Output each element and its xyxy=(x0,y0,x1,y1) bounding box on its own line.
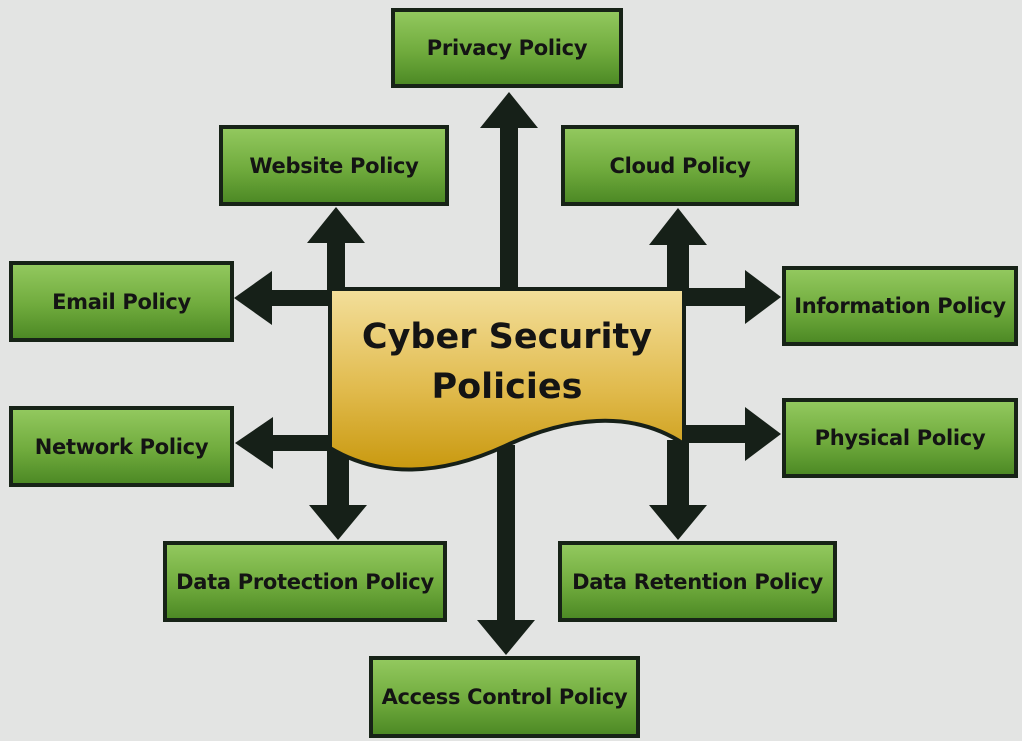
cloud-policy-label: Cloud Policy xyxy=(609,153,751,178)
data-retention-policy-label: Data Retention Policy xyxy=(572,569,823,594)
arrow-to-data-retention xyxy=(649,440,707,540)
network-policy-box: Network Policy xyxy=(9,406,234,487)
center-title-line1: Cyber Security xyxy=(361,317,653,357)
data-retention-policy-box: Data Retention Policy xyxy=(558,541,837,622)
center-title: Cyber Security Policies xyxy=(330,312,684,412)
website-policy-label: Website Policy xyxy=(249,153,419,178)
access-control-policy-label: Access Control Policy xyxy=(381,685,628,709)
arrow-to-physical xyxy=(680,407,781,461)
privacy-policy-box: Privacy Policy xyxy=(391,8,623,88)
privacy-policy-label: Privacy Policy xyxy=(426,36,588,60)
arrow-to-data-protection xyxy=(309,440,367,540)
arrow-to-cloud xyxy=(649,208,707,290)
physical-policy-box: Physical Policy xyxy=(782,398,1018,478)
arrow-to-privacy xyxy=(480,92,538,290)
arrow-to-email xyxy=(234,271,335,325)
arrow-to-website xyxy=(307,207,365,290)
cloud-policy-box: Cloud Policy xyxy=(561,125,799,206)
data-protection-policy-box: Data Protection Policy xyxy=(163,541,447,622)
arrow-to-information xyxy=(680,270,781,324)
network-policy-label: Network Policy xyxy=(34,434,209,459)
website-policy-box: Website Policy xyxy=(219,125,449,206)
information-policy-label: Information Policy xyxy=(794,294,1006,318)
information-policy-box: Information Policy xyxy=(782,266,1018,346)
arrow-to-network xyxy=(235,417,335,469)
access-control-policy-box: Access Control Policy xyxy=(369,656,640,738)
center-document-shape xyxy=(328,287,686,472)
email-policy-label: Email Policy xyxy=(52,289,191,314)
physical-policy-label: Physical Policy xyxy=(814,426,986,450)
arrow-to-access-control xyxy=(477,445,535,655)
email-policy-box: Email Policy xyxy=(9,261,234,342)
center-title-line2: Policies xyxy=(431,367,583,407)
data-protection-policy-label: Data Protection Policy xyxy=(176,569,434,594)
